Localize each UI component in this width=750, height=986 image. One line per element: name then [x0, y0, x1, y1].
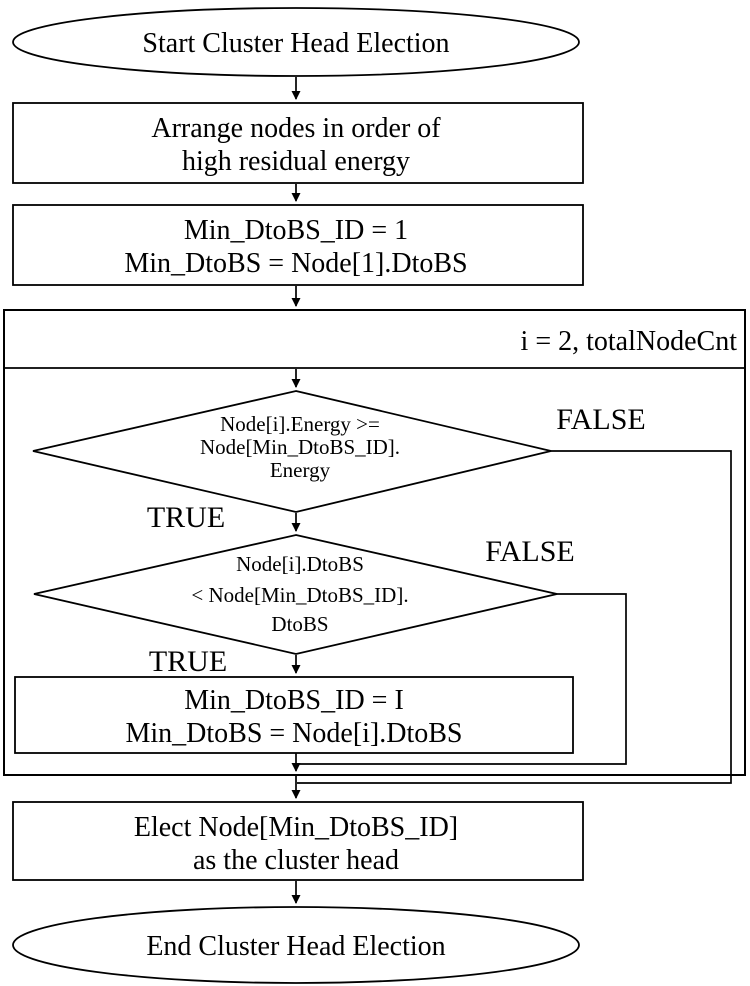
end-label: End Cluster Head Election: [146, 931, 445, 962]
decision-energy-diamond: [32, 390, 552, 513]
start-terminator: [12, 7, 580, 77]
start-label: Start Cluster Head Election: [142, 28, 449, 59]
decision-dtobs-line2: < Node[Min_DtoBS_ID].: [191, 583, 408, 607]
update-line2: Min_DtoBS = Node[i].DtoBS: [125, 718, 462, 749]
arrange-line1: Arrange nodes in order of: [151, 113, 441, 144]
decision-energy-line2: Node[Min_DtoBS_ID].: [200, 435, 400, 459]
elect-line1: Elect Node[Min_DtoBS_ID]: [134, 812, 458, 843]
init-line2: Min_DtoBS = Node[1].DtoBS: [124, 248, 467, 279]
decision-energy-line1: Node[i].Energy >=: [220, 412, 380, 436]
energy-false-label: FALSE: [556, 403, 645, 436]
arrange-process-box: [12, 102, 584, 184]
loop-header-label: i = 2, totalNodeCnt: [521, 326, 738, 357]
decision-dtobs-line1: Node[i].DtoBS: [236, 552, 364, 576]
edge-energy-false-return: [297, 450, 732, 784]
energy-true-label: TRUE: [147, 501, 225, 534]
update-line1: Min_DtoBS_ID = I: [184, 685, 404, 716]
decision-energy-line3: Energy: [270, 458, 331, 482]
elect-line2: as the cluster head: [193, 845, 399, 876]
elect-process-box: [12, 801, 584, 881]
end-terminator: [12, 906, 580, 984]
decision-dtobs-diamond: [33, 534, 558, 655]
init-line1: Min_DtoBS_ID = 1: [184, 215, 408, 246]
dtobs-true-label: TRUE: [149, 645, 227, 678]
arrange-line2: high residual energy: [182, 146, 410, 177]
update-process-box: [14, 676, 574, 754]
edge-dtobs-false-return: [297, 593, 627, 765]
init-process-box: [12, 204, 584, 286]
decision-dtobs-line3: DtoBS: [271, 612, 328, 636]
loop-box: [3, 309, 746, 776]
dtobs-false-label: FALSE: [485, 535, 574, 568]
